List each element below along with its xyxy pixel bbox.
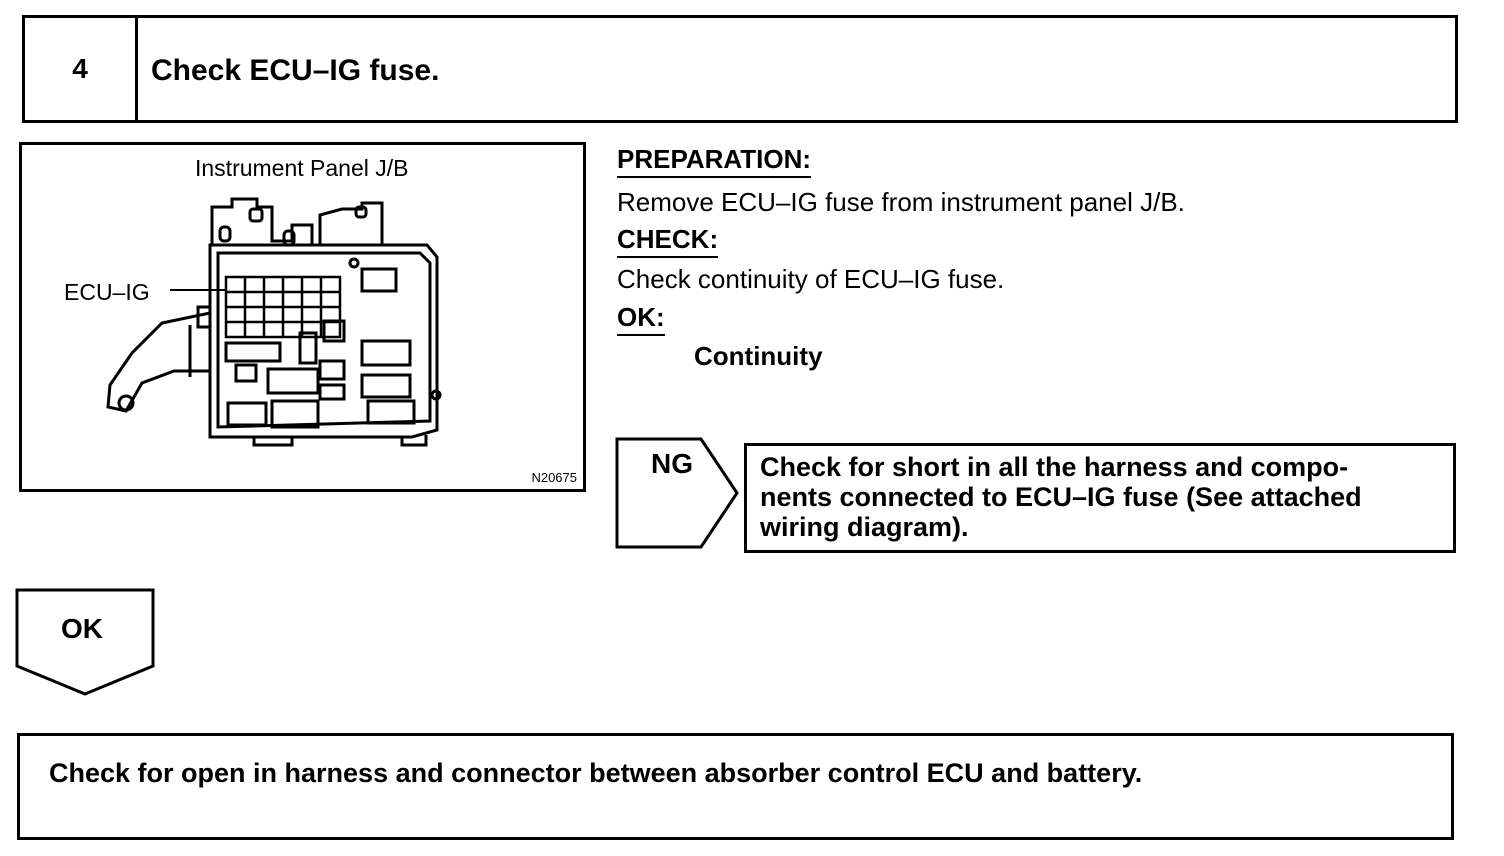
preparation-text: Remove ECU–IG fuse from instrument panel… (617, 187, 1185, 217)
ecu-ig-label: ECU–IG (64, 279, 150, 305)
junction-block-figure: Instrument Panel J/B (19, 142, 586, 492)
ok-branch-label: OK (61, 613, 103, 644)
step-title: Check ECU–IG fuse. (151, 54, 440, 87)
step-number: 4 (25, 18, 138, 120)
ng-arrow-icon (615, 437, 739, 549)
ng-result-text: Check for short in all the harness and c… (760, 452, 1450, 542)
ok-arrow-icon (15, 588, 155, 696)
ng-result-line: wiring diagram). (760, 512, 969, 542)
next-step-box: Check for open in harness and connector … (17, 733, 1454, 840)
next-step-text: Check for open in harness and connector … (49, 758, 1143, 788)
step-header: 4 Check ECU–IG fuse. (22, 15, 1458, 123)
ng-label: NG (651, 448, 693, 479)
figure-code: N20675 (531, 470, 577, 485)
ng-result-box: Check for short in all the harness and c… (744, 443, 1456, 553)
figure-caption: Instrument Panel J/B (195, 155, 409, 181)
ng-result-line: Check for short in all the harness and c… (760, 452, 1349, 482)
ok-heading: OK: (617, 302, 665, 336)
ok-value: Continuity (694, 341, 823, 371)
check-heading: CHECK: (617, 224, 719, 258)
ng-result-line: nents connected to ECU–IG fuse (See atta… (760, 482, 1362, 512)
check-text: Check continuity of ECU–IG fuse. (617, 264, 1005, 294)
junction-block-drawing (106, 197, 442, 447)
preparation-heading: PREPARATION: (617, 144, 812, 178)
